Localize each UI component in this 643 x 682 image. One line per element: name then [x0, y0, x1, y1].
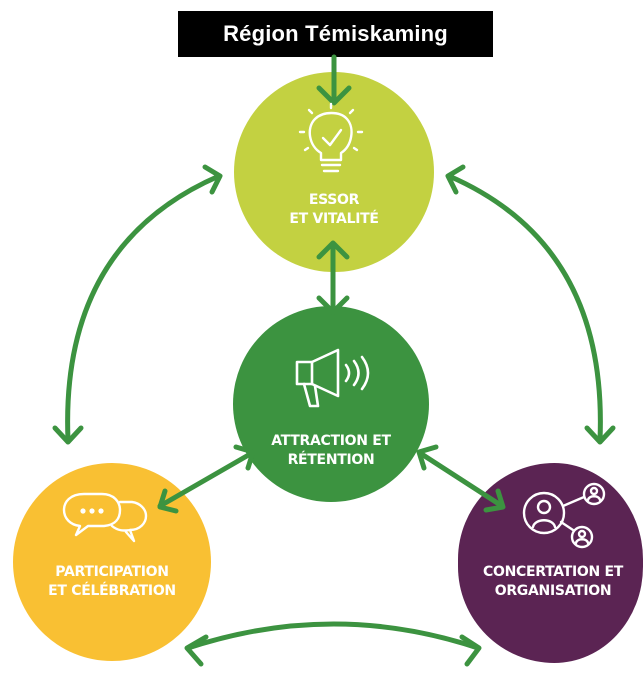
concertation-label: CONCERTATION ET ORGANISATION [462, 563, 643, 601]
arrow-essor-attraction [316, 240, 350, 315]
arrow-attraction-concertation [416, 444, 506, 513]
participation-label-line2: ET CÉLÉBRATION [48, 583, 176, 599]
network-people-icon [522, 482, 606, 549]
arrow-attraction-participation [157, 444, 256, 514]
arrow-essor-concertation [445, 164, 616, 445]
lightbulb-check-icon [298, 102, 364, 173]
arrow-participation-concertation [184, 621, 482, 667]
concertation-label-line1: CONCERTATION ET [483, 564, 623, 580]
attraction-label-line2: RÉTENTION [287, 452, 375, 468]
essor-label: ESSOR ET VITALITÉ [234, 191, 434, 229]
participation-label-line1: PARTICIPATION [55, 564, 169, 580]
attraction-label: ATTRACTION ET RÉTENTION [233, 432, 429, 470]
essor-label-line2: ET VITALITÉ [289, 211, 379, 227]
participation-label: PARTICIPATION ET CÉLÉBRATION [13, 563, 211, 601]
essor-label-line1: ESSOR [308, 192, 360, 208]
concertation-label-line2: ORGANISATION [494, 583, 612, 599]
arrow-banner-to-essor [316, 54, 352, 106]
region-banner: Région Témiskaming [178, 11, 493, 57]
region-title: Région Témiskaming [223, 21, 448, 46]
megaphone-icon [295, 348, 370, 408]
attraction-label-line1: ATTRACTION ET [271, 433, 391, 449]
arrow-essor-participation [52, 164, 223, 445]
speech-bubbles-icon [62, 492, 148, 543]
attraction-node [233, 306, 429, 502]
